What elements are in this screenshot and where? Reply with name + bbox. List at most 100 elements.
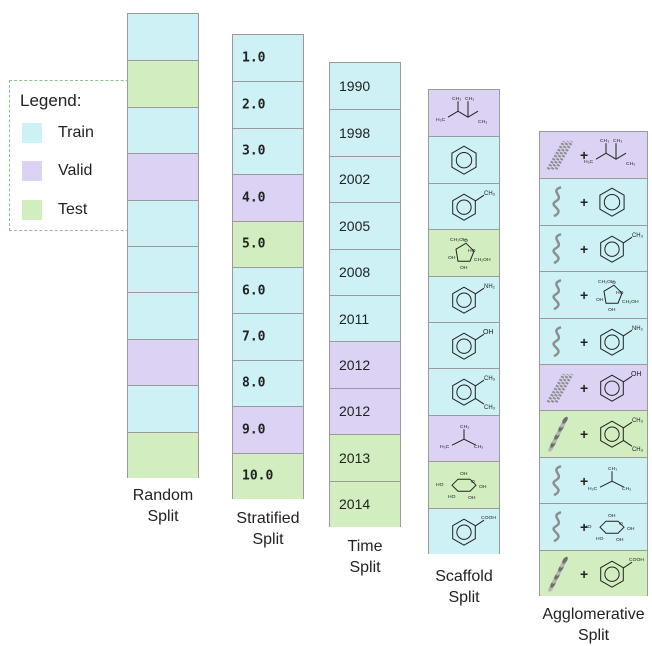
legend-label-valid: Valid bbox=[58, 162, 92, 180]
atom-label: CH₂OH bbox=[474, 257, 491, 263]
plus-sign: + bbox=[580, 241, 588, 257]
atom-label: OH bbox=[616, 537, 624, 543]
stratified-cell-test: 10.0 bbox=[233, 453, 303, 499]
agglomerative-cell-train: +NH₂ bbox=[540, 318, 647, 364]
structure-drawing: + bbox=[540, 179, 647, 225]
caption-line: Split bbox=[103, 506, 223, 527]
plus-sign: + bbox=[580, 334, 588, 350]
bond bbox=[475, 381, 484, 387]
plus-sign: + bbox=[580, 566, 588, 582]
atom-label: COOH bbox=[481, 515, 496, 521]
random-cell-valid bbox=[128, 339, 198, 385]
atom-label: OH bbox=[460, 471, 468, 477]
stratified-cell-train: 2.0 bbox=[233, 81, 303, 127]
time-cell-valid: 2012 bbox=[330, 388, 400, 434]
structure-drawing: +COOH bbox=[540, 551, 647, 597]
time-cell-label: 2008 bbox=[339, 264, 370, 280]
benzene-ring bbox=[601, 329, 624, 355]
time-cell-test: 2013 bbox=[330, 434, 400, 480]
stratified-cell-label: 3.0 bbox=[242, 144, 265, 159]
caption-line: Random bbox=[103, 485, 223, 506]
atom-label: HO bbox=[616, 290, 624, 296]
benzene-ring bbox=[600, 189, 624, 217]
atom-label: CH₃ bbox=[484, 377, 496, 383]
carbon-chain bbox=[448, 111, 478, 117]
benzene-ring bbox=[453, 287, 476, 313]
time-cell-label: 1990 bbox=[339, 78, 370, 94]
legend-label-train: Train bbox=[58, 124, 94, 142]
stratified-cell-label: 2.0 bbox=[242, 98, 265, 113]
bond bbox=[623, 330, 632, 336]
atom-label: OH bbox=[483, 329, 493, 336]
stratified-cell-label: 1.0 bbox=[242, 51, 265, 66]
time-cell-train: 1998 bbox=[330, 109, 400, 155]
legend-item-valid: Valid bbox=[22, 160, 92, 182]
bond bbox=[623, 237, 632, 243]
time-cell-train: 2008 bbox=[330, 249, 400, 295]
aromatic-circle bbox=[457, 293, 471, 307]
time-cell-train: 2002 bbox=[330, 156, 400, 202]
agglomerative-cell-test: +COOH bbox=[540, 550, 647, 596]
random-cell-train bbox=[128, 200, 198, 246]
time-cell-train: 2005 bbox=[330, 202, 400, 248]
stratified-cell-label: 8.0 bbox=[242, 376, 265, 391]
atom-label: CH₃ bbox=[452, 96, 461, 102]
stratified-cell-label: 5.0 bbox=[242, 237, 265, 252]
protein-coil bbox=[554, 280, 561, 309]
random-cell-train bbox=[128, 385, 198, 431]
benzene-ring bbox=[453, 519, 476, 545]
atom-label: OH bbox=[631, 371, 641, 378]
atom-label: CH₂OH bbox=[622, 299, 639, 305]
stratified-cell-test: 5.0 bbox=[233, 221, 303, 267]
carbon-chain bbox=[600, 481, 624, 487]
aromatic-circle bbox=[605, 335, 619, 349]
time-cell-train: 2011 bbox=[330, 295, 400, 341]
atom-label: H₃C bbox=[436, 117, 446, 123]
legend-item-test: Test bbox=[22, 199, 87, 221]
stratified-cell-valid: 4.0 bbox=[233, 174, 303, 220]
aromatic-circle bbox=[605, 242, 619, 256]
structure-drawing: NH₂ bbox=[429, 277, 499, 323]
aromatic-circle bbox=[604, 195, 619, 210]
random-cell-train bbox=[128, 107, 198, 153]
legend-title: Legend: bbox=[20, 91, 81, 111]
benzene-ring bbox=[601, 236, 624, 262]
stratified-cell-train: 8.0 bbox=[233, 360, 303, 406]
stratified-cell-train: 7.0 bbox=[233, 313, 303, 359]
atom-label: HO bbox=[468, 248, 476, 254]
time-cell-label: 2012 bbox=[339, 357, 370, 373]
benzene-ring bbox=[601, 422, 624, 448]
atom-label: CH₃ bbox=[632, 233, 644, 239]
atom-label: H₃C bbox=[440, 444, 450, 450]
agglomerative-cell-train: + bbox=[540, 178, 647, 224]
bond bbox=[475, 399, 484, 405]
time-cell-label: 2005 bbox=[339, 218, 370, 234]
aromatic-circle bbox=[457, 200, 471, 214]
atom-label: CH₃ bbox=[474, 444, 483, 450]
aromatic-circle bbox=[605, 427, 619, 441]
atom-label: HO bbox=[448, 494, 456, 500]
atom-label: OH bbox=[596, 297, 604, 303]
legend-box: Legend: Train Valid Test bbox=[9, 80, 144, 231]
plus-sign: + bbox=[580, 473, 588, 489]
time-cell-label: 2012 bbox=[339, 403, 370, 419]
atom-label: CH₃ bbox=[622, 486, 631, 492]
time-cell-train: 1990 bbox=[330, 63, 400, 109]
